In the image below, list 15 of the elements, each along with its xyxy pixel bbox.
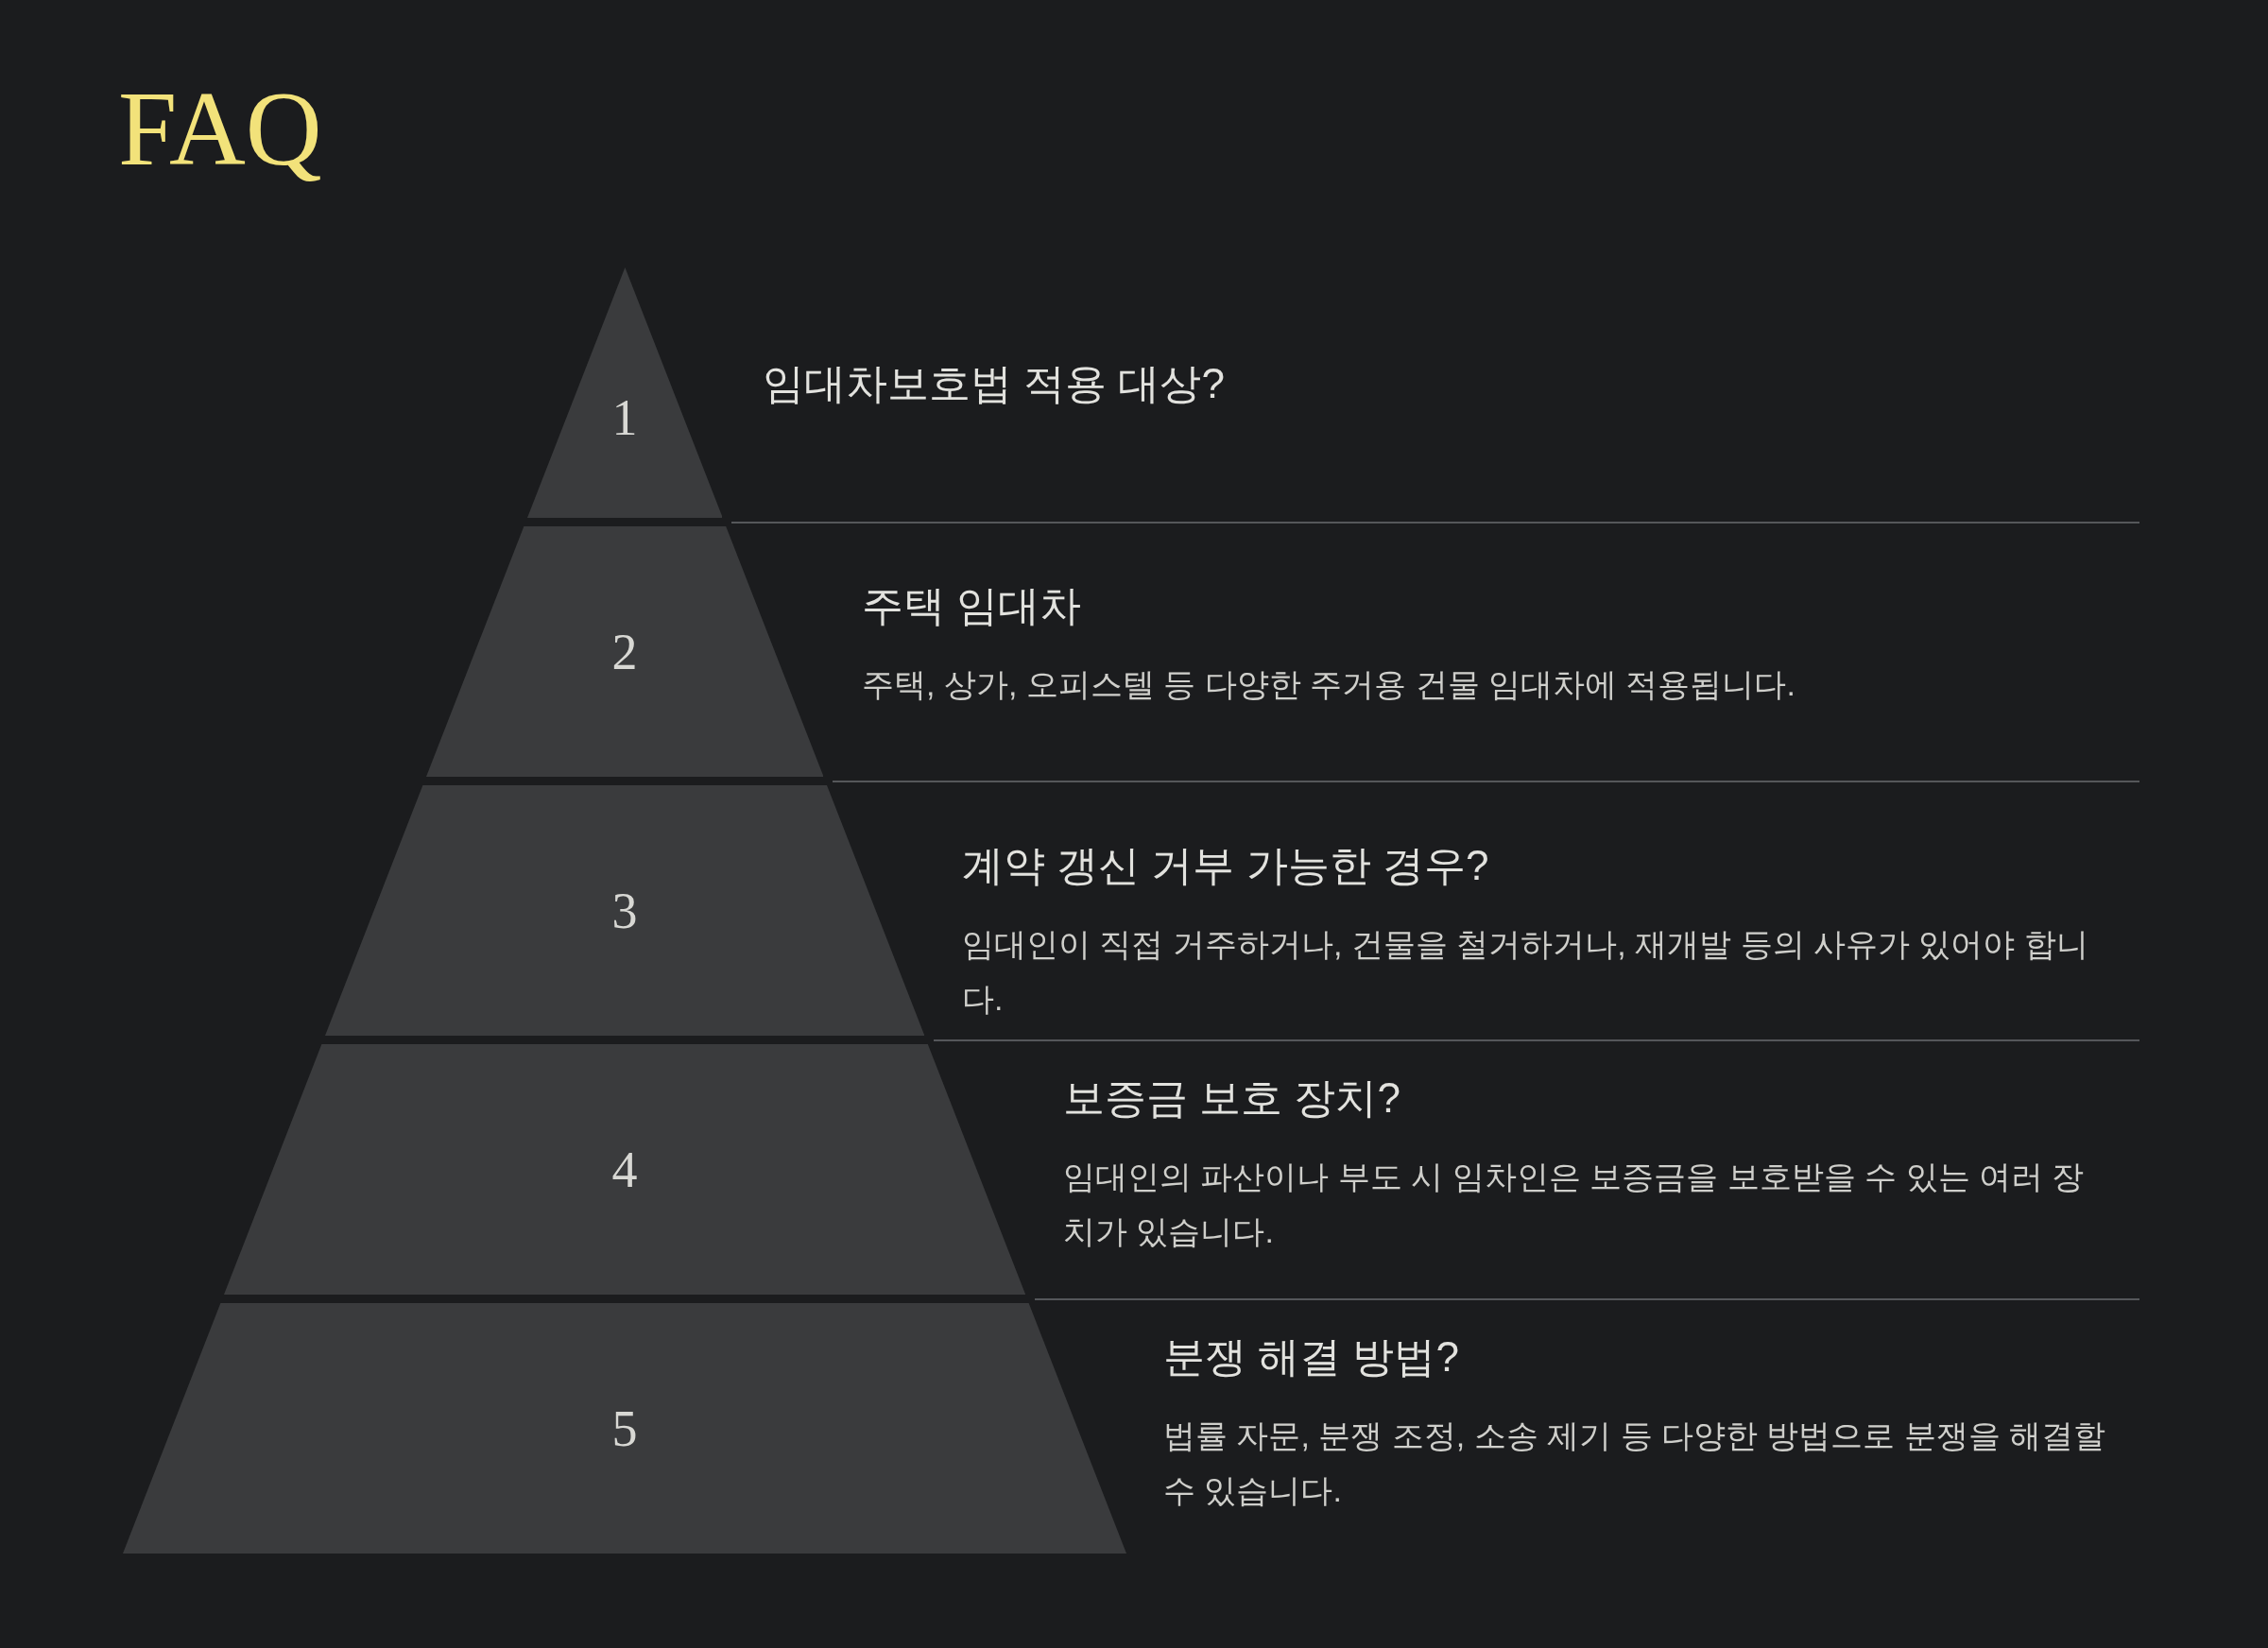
answer-text: 법률 자문, 분쟁 조정, 소송 제기 등 다양한 방법으로 분쟁을 해결할 수 있습니다. xyxy=(1163,1416,2107,1510)
question-heading: 분쟁 해결 방법? xyxy=(1163,1332,1459,1382)
question-heading: 계약 갱신 거부 가능한 경우? xyxy=(962,841,1489,890)
page-title: FAQ xyxy=(118,76,322,181)
layer-number: 2 xyxy=(611,626,638,678)
layer-number: 4 xyxy=(611,1143,638,1195)
question-heading: 임대차보호법 적용 대상? xyxy=(763,359,1225,408)
layer-number: 1 xyxy=(611,392,638,443)
question-heading: 주택 임대차 xyxy=(862,581,1082,630)
layer-number: 3 xyxy=(611,884,638,936)
layer-number: 5 xyxy=(611,1402,638,1454)
answer-text: 주택, 상가, 오피스텔 등 다양한 주거용 건물 임대차에 적용됩니다. xyxy=(862,665,1796,704)
answer-text: 임대인이 직접 거주하거나, 건물을 철거하거나, 재개발 등의 사유가 있어야 합니다. xyxy=(962,925,2089,1019)
answer-text: 임대인의 파산이나 부도 시 임차인은 보증금을 보호받을 수 있는 여러 장치가 있습니다. xyxy=(1063,1158,2086,1251)
question-heading: 보증금 보호 장치? xyxy=(1063,1073,1400,1123)
